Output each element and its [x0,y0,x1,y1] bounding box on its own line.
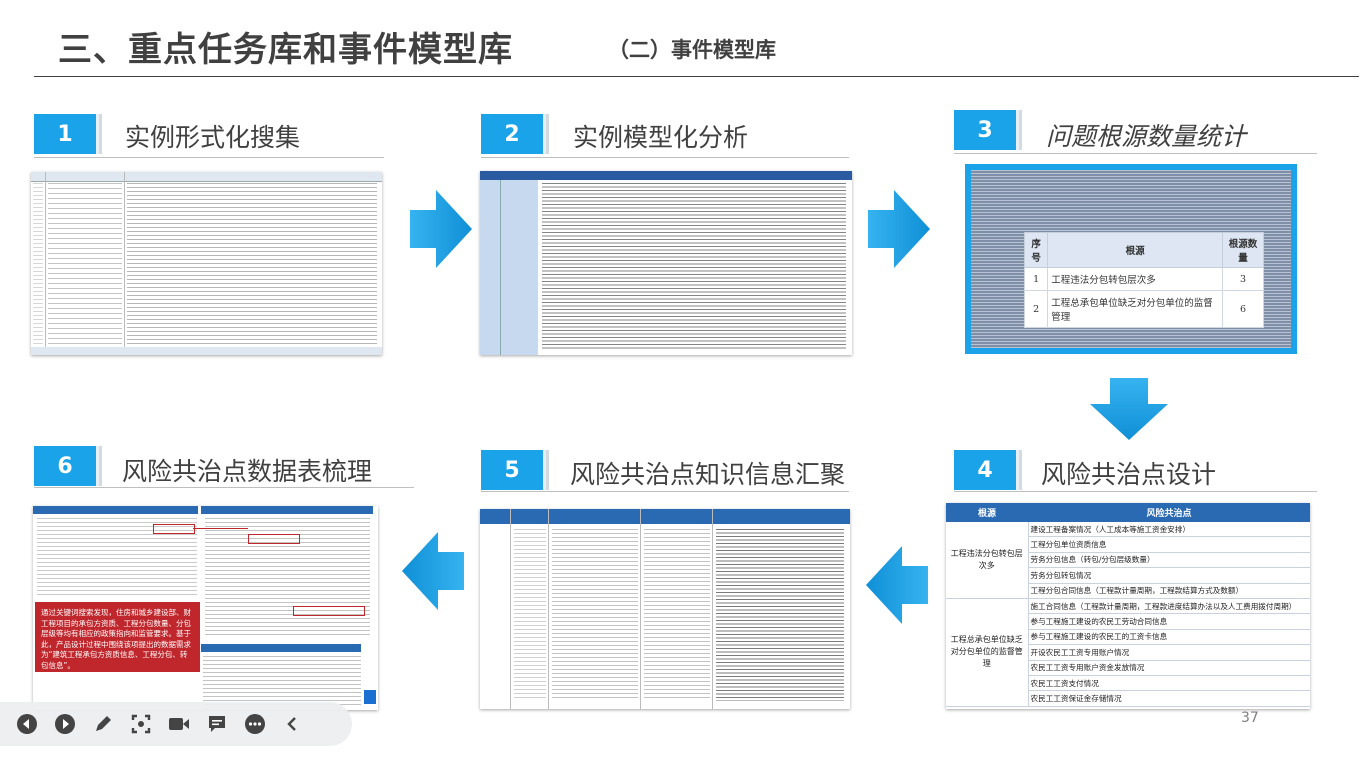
step-6-label: 风险共治点数据表梳理 [122,457,373,486]
risk-root-1: 工程违法分包转包层次多 [946,522,1029,599]
presentation-toolbar [0,702,352,746]
table-row: 2 工程总承包单位缺乏对分包单位的监督管理 6 [1023,290,1264,328]
down-arrow-icon [1090,378,1168,440]
table-row: 劳务分包信息（转包/分包层级数量） [946,552,1310,569]
risk-point-table: 根源 风险共治点 工程违法分包转包层次多 建设工程备案情况（人工成本等施工资金安… [946,503,1310,709]
risk-root-2: 工程总承包单位缺乏对分包单位的监督管理 [946,598,1029,707]
table-row: 参与工程施工建设的农民工的工资卡信息 [946,629,1310,646]
stats-header-index: 序号 [1023,232,1049,268]
step-1-badge: 1 [34,114,96,154]
step-5-badge: 5 [481,450,543,490]
table-row: 工程违法分包转包层次多 建设工程备案情况（人工成本等施工资金安排） [946,522,1310,599]
table-row: 开设农民工工资专用账户情况 [946,644,1310,661]
step-4-rule [954,491,1317,492]
step-3-badge: 3 [954,110,1016,150]
risk-header-point: 风险共治点 [1028,503,1310,522]
table-row: 农民工工资专用账户资金发放情况 [946,660,1310,676]
step-1-label: 实例形式化搜集 [125,123,301,152]
play-icon [364,690,376,704]
step-2-label: 实例模型化分析 [573,123,749,152]
step-5-knowledge-table-image [480,509,850,709]
left-arrow-icon [402,532,464,610]
table-row: 工程总承包单位缺乏对分包单位的监督管理 施工合同信息（工程款计量周期，工程款进度… [946,598,1310,707]
video-icon[interactable] [162,707,196,741]
table-row: 工程分包合同信息（工程款计量周期，工程款结算方式及数额） [946,583,1310,599]
stats-header-root: 根源 [1047,232,1224,268]
step-6-rule [34,487,414,488]
stats-header-count: 根源数量 [1222,232,1264,268]
table-row: 1 工程违法分包转包层次多 3 [1023,267,1264,291]
step-3-rule [954,153,1317,154]
table-row: 劳务分包转包情况 [946,567,1310,584]
title-divider [34,76,1359,77]
page-title: 三、重点任务库和事件模型库 [58,30,513,70]
step-4-badge: 4 [954,450,1016,490]
collapse-icon[interactable] [276,707,310,741]
root-count-table: 序号 根源 根源数量 1 工程违法分包转包层次多 3 2 工程总承包单位缺乏对分… [1023,232,1264,328]
comment-icon[interactable] [200,707,234,741]
right-arrow-icon [868,190,930,268]
step-6-data-table-image: 通过关键词搜索发现，住房和城乡建设部、财工程项目的承包方资质、工程分包数量、分包… [33,506,378,710]
step-2-badge: 2 [481,114,543,154]
table-row: 农民工工资保证金存储情况 [946,690,1310,707]
step-4-label: 风险共治点设计 [1041,460,1217,489]
page-number: 37 [1241,710,1259,726]
left-arrow-icon [866,546,928,624]
prev-icon[interactable] [10,707,44,741]
right-arrow-icon [410,190,472,268]
risk-header-root: 根源 [946,503,1028,522]
step-6-badge: 6 [34,446,96,486]
step-2-model-analysis-image [480,171,852,355]
table-row: 参与工程施工建设的农民工劳动合同信息 [946,613,1310,630]
step-1-rule [34,157,384,158]
step-2-rule [481,157,849,158]
step-1-instance-table-image [31,172,382,355]
step-6-callout: 通过关键词搜索发现，住房和城乡建设部、财工程项目的承包方资质、工程分包数量、分包… [35,602,200,672]
step-5-label: 风险共治点知识信息汇聚 [570,460,846,489]
step-3-label: 问题根源数量统计 [1046,122,1247,151]
pen-icon[interactable] [86,707,120,741]
step-3-stats-panel: 序号 根源 根源数量 1 工程违法分包转包层次多 3 2 工程总承包单位缺乏对分… [965,164,1297,354]
more-icon[interactable] [238,707,272,741]
table-row: 工程分包单位资质信息 [946,536,1310,553]
table-row: 农民工工资支付情况 [946,675,1310,692]
next-icon[interactable] [48,707,82,741]
step-5-rule [481,491,849,492]
page-subtitle: （二）事件模型库 [608,38,776,62]
screenshot-icon[interactable] [124,707,158,741]
